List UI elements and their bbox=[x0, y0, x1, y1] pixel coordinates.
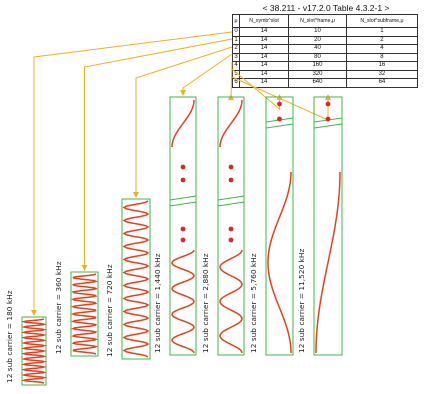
waveform-lower bbox=[219, 249, 243, 354]
col-header-symb-slot: N_symb^slot bbox=[238, 14, 290, 28]
ellipsis-dot bbox=[228, 226, 234, 232]
waveform-lower bbox=[267, 171, 292, 354]
block-label: 12 sub carrier = 720 kHz bbox=[105, 264, 114, 357]
block-box bbox=[169, 96, 197, 356]
ellipsis-dot bbox=[180, 226, 186, 232]
block-label: 12 sub carrier = 5,760 kHz bbox=[249, 253, 258, 353]
block-label: 12 sub carrier = 2,880 kHz bbox=[201, 253, 210, 353]
subcarrier-block bbox=[121, 198, 151, 360]
connector-arrow bbox=[81, 38, 233, 271]
block-label: 12 sub carrier = 1,440 kHz bbox=[153, 253, 162, 353]
subcarrier-block bbox=[313, 96, 343, 356]
block-box bbox=[313, 96, 343, 356]
break-mark bbox=[169, 195, 197, 207]
waveform-lower bbox=[171, 249, 195, 354]
block-label: 12 sub carrier = 180 kHz bbox=[5, 290, 14, 383]
table-cell: 64 bbox=[345, 78, 419, 88]
col-header-slot-subframe: N_slot^subframe,μ bbox=[345, 14, 419, 28]
table-cell: 14 bbox=[238, 78, 290, 88]
ellipsis-dot bbox=[228, 237, 234, 243]
waveform-upper bbox=[219, 100, 243, 147]
block-box bbox=[265, 96, 294, 356]
subcarrier-block bbox=[265, 96, 294, 356]
numerology-table: μ N_symb^slot N_slot^frame,μ N_slot^subf… bbox=[232, 14, 419, 88]
ellipsis-dot bbox=[228, 164, 234, 170]
ellipsis-dot bbox=[277, 116, 282, 122]
ellipsis-dot bbox=[180, 164, 186, 170]
subcarrier-block bbox=[21, 316, 47, 386]
waveform bbox=[21, 318, 47, 384]
waveform-lower bbox=[315, 172, 341, 353]
subcarrier-block bbox=[169, 96, 197, 356]
table-title: < 38.211 - v17.2.0 Table 4.3.2-1 > bbox=[262, 3, 390, 13]
block-box bbox=[217, 96, 245, 356]
ellipsis-dot bbox=[277, 101, 282, 107]
break-mark bbox=[217, 195, 245, 207]
subcarrier-block bbox=[217, 96, 245, 356]
connector-arrow bbox=[180, 53, 233, 96]
connector-arrow bbox=[31, 31, 233, 316]
waveform bbox=[70, 273, 99, 355]
table-header-row: μ N_symb^slot N_slot^frame,μ N_slot^subf… bbox=[232, 14, 419, 28]
waveform bbox=[122, 200, 150, 358]
ellipsis-dot bbox=[180, 177, 186, 183]
ellipsis-dot bbox=[180, 237, 186, 243]
connector-arrow bbox=[228, 61, 234, 100]
ellipsis-dot bbox=[325, 116, 331, 122]
subcarrier-block bbox=[70, 271, 99, 357]
connector-arrow bbox=[133, 46, 233, 198]
ellipsis-dot bbox=[325, 101, 331, 107]
block-box bbox=[121, 198, 151, 360]
block-label: 12 sub carrier = 360 kHz bbox=[54, 261, 63, 354]
connector-arrow bbox=[231, 68, 283, 111]
ellipsis-dot bbox=[228, 177, 234, 183]
waveform-upper bbox=[171, 100, 195, 147]
block-label: 12 sub carrier = 11,520 kHz bbox=[297, 248, 306, 353]
